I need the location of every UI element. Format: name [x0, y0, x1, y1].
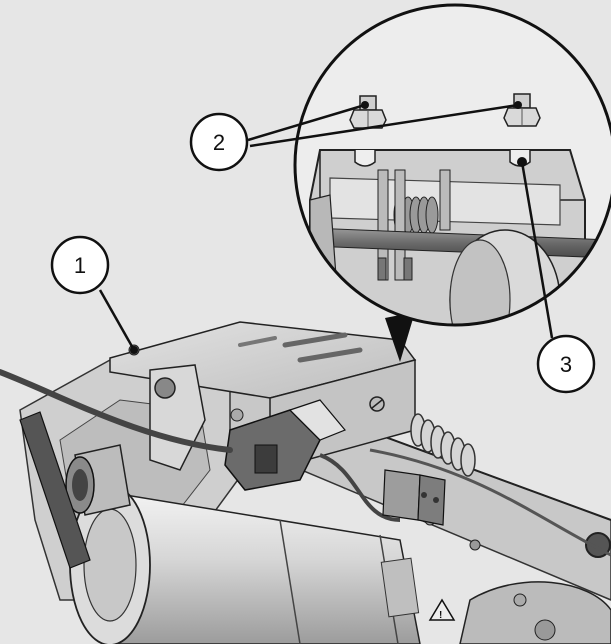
- electrical-connector: [224, 399, 346, 491]
- leader-line-3: [520, 161, 554, 339]
- round-plug: [65, 444, 131, 516]
- warning-triangle-mark: !: [439, 610, 442, 621]
- leader-dot-2b: [514, 101, 522, 109]
- callouts: 1 2 3: [50, 101, 596, 394]
- hinge-pin: [154, 377, 176, 399]
- motor-cylinder: !: [69, 484, 456, 644]
- inset-bracket: [439, 169, 451, 231]
- housing-notch: [354, 150, 376, 167]
- rail-bolt: [469, 539, 481, 551]
- cable: [0, 369, 233, 453]
- callout-1: 1: [50, 235, 110, 295]
- zoom-pointer: [385, 312, 415, 362]
- callout-1-label: 1: [74, 253, 86, 278]
- zoom-inset: [293, 3, 611, 362]
- leader-dot-2a: [361, 101, 369, 109]
- leader-line-2b: [249, 103, 519, 148]
- plate-slot: [282, 332, 348, 348]
- callout-2: 2: [189, 112, 249, 172]
- callout-2-label: 2: [213, 130, 225, 155]
- cable: [369, 448, 611, 557]
- lever-arm: [19, 411, 91, 569]
- leader-line-1: [98, 289, 136, 351]
- leader-dot-3: [517, 157, 527, 167]
- spring-coil: [410, 413, 476, 477]
- motor-label-plate: [380, 557, 420, 618]
- callout-3: 3: [536, 334, 596, 394]
- hex-bolt-right: [503, 93, 541, 127]
- zoom-circle-border: [293, 3, 611, 327]
- leader-line-2a: [247, 103, 366, 142]
- gearbox: [459, 581, 611, 644]
- leader-dot-1: [130, 346, 138, 354]
- warning-triangle-icon: [428, 598, 456, 621]
- hinge-screw: [230, 408, 244, 422]
- relay-box: [382, 469, 446, 526]
- plate-screw-slot: [371, 399, 383, 409]
- main-assembly: !: [0, 321, 611, 644]
- plate-slot: [297, 347, 363, 363]
- cable: [319, 453, 401, 522]
- callout-3-label: 3: [560, 352, 572, 377]
- inset-bracket: [394, 169, 406, 281]
- plate-slot: [238, 336, 277, 347]
